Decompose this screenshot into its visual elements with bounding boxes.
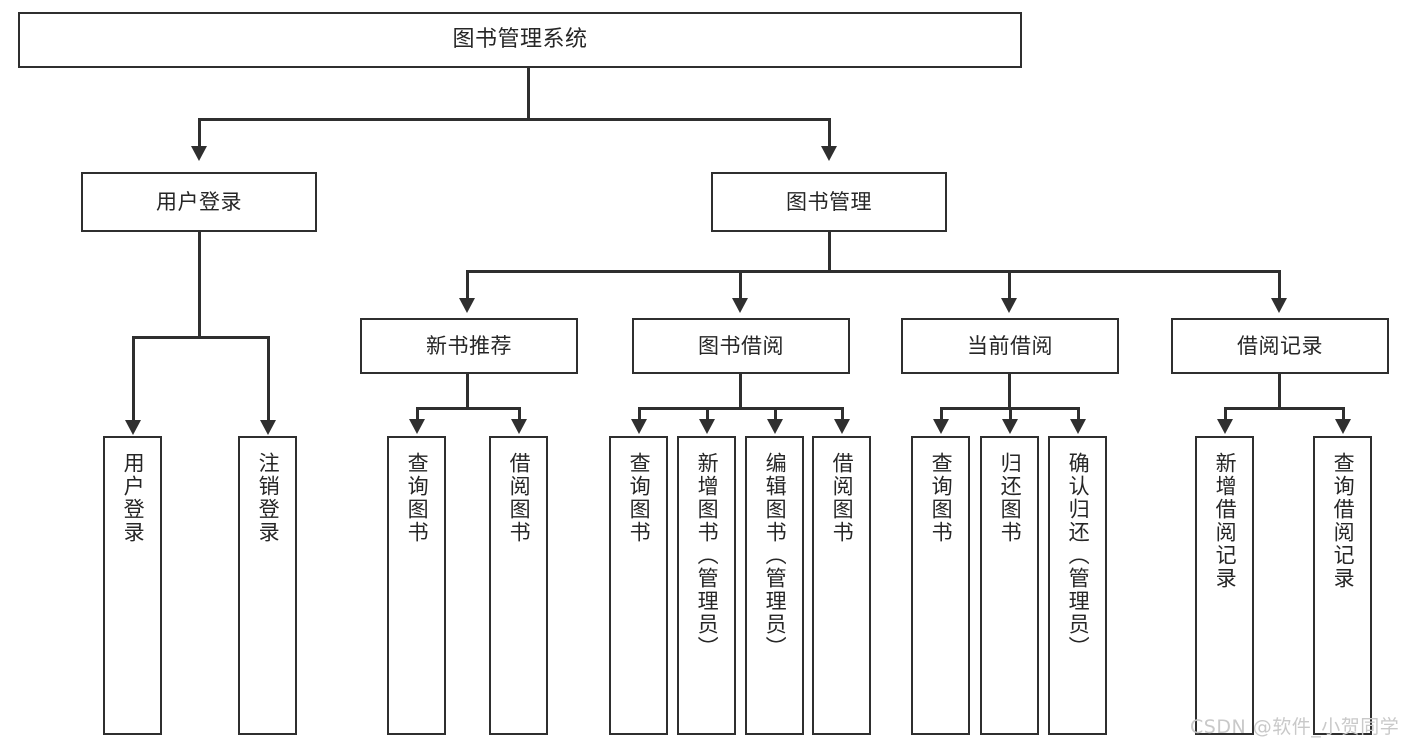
connector-borrow-record-stem xyxy=(1278,374,1281,409)
node-label: 查询图书 xyxy=(627,452,652,544)
connector-drop-borrow-book-1 xyxy=(518,407,521,421)
leaf-return-book[interactable]: 归还图书 xyxy=(980,436,1039,735)
connector-drop-borrow-book-2 xyxy=(841,407,844,421)
node-label: 新增图书（管理员） xyxy=(695,452,720,659)
connector-drop-add-book xyxy=(706,407,709,421)
arrow-edit-book xyxy=(767,419,783,434)
leaf-query-record[interactable]: 查询借阅记录 xyxy=(1313,436,1372,735)
connector-book-borrow-stem xyxy=(739,374,742,409)
node-new-book-recommend[interactable]: 新书推荐 xyxy=(360,318,578,374)
connector-drop-return-book xyxy=(1009,407,1012,421)
connector-drop-borrow-record xyxy=(1278,270,1281,300)
connector-drop-confirm-return xyxy=(1077,407,1080,421)
node-current-borrow[interactable]: 当前借阅 xyxy=(901,318,1119,374)
arrow-query-book-3 xyxy=(933,419,949,434)
leaf-add-record[interactable]: 新增借阅记录 xyxy=(1195,436,1254,735)
node-label: 新书推荐 xyxy=(426,333,512,358)
arrow-add-book xyxy=(699,419,715,434)
leaf-borrow-book-2[interactable]: 借阅图书 xyxy=(812,436,871,735)
connector-drop-new-book-recommend xyxy=(466,270,469,300)
node-label: 查询借阅记录 xyxy=(1331,452,1356,590)
arrow-borrow-record xyxy=(1271,298,1287,313)
connector-drop-query-record xyxy=(1342,407,1345,421)
arrow-query-book-1 xyxy=(409,419,425,434)
node-label: 借阅图书 xyxy=(507,452,532,544)
node-borrow-record[interactable]: 借阅记录 xyxy=(1171,318,1389,374)
node-label: 图书管理 xyxy=(786,189,872,214)
connector-user-login-stem xyxy=(198,232,201,338)
connector-drop-book-borrow xyxy=(739,270,742,300)
leaf-edit-book[interactable]: 编辑图书（管理员） xyxy=(745,436,804,735)
node-label: 注销登录 xyxy=(256,452,281,544)
connector-drop-leaf-user-login xyxy=(132,336,135,422)
node-root-system[interactable]: 图书管理系统 xyxy=(18,12,1022,68)
node-book-management[interactable]: 图书管理 xyxy=(711,172,947,232)
arrow-current-borrow xyxy=(1001,298,1017,313)
connector-current-borrow-stem xyxy=(1008,374,1011,409)
arrow-book-borrow xyxy=(732,298,748,313)
node-label: 借阅图书 xyxy=(830,452,855,544)
connector-borrow-record-bus xyxy=(1224,407,1342,410)
node-label: 归还图书 xyxy=(998,452,1023,544)
arrow-borrow-book-2 xyxy=(834,419,850,434)
arrow-book-management xyxy=(821,146,837,161)
arrow-leaf-user-logout xyxy=(260,420,276,435)
leaf-query-book-1[interactable]: 查询图书 xyxy=(387,436,446,735)
leaf-borrow-book-1[interactable]: 借阅图书 xyxy=(489,436,548,735)
node-label: 确认归还（管理员） xyxy=(1066,452,1091,659)
arrow-user-login xyxy=(191,146,207,161)
leaf-query-book-3[interactable]: 查询图书 xyxy=(911,436,970,735)
connector-drop-user-login xyxy=(198,118,201,148)
connector-drop-book-management xyxy=(828,118,831,148)
node-label: 借阅记录 xyxy=(1237,333,1323,358)
connector-drop-query-book-3 xyxy=(940,407,943,421)
connector-root-stem xyxy=(527,68,530,120)
node-user-login[interactable]: 用户登录 xyxy=(81,172,317,232)
node-label: 用户登录 xyxy=(121,452,146,544)
connector-drop-query-book-1 xyxy=(416,407,419,421)
node-label: 用户登录 xyxy=(156,189,242,214)
connector-book-management-stem xyxy=(828,232,831,272)
leaf-query-book-2[interactable]: 查询图书 xyxy=(609,436,668,735)
arrow-borrow-book-1 xyxy=(511,419,527,434)
connector-drop-current-borrow xyxy=(1008,270,1011,300)
connector-root-bus xyxy=(198,118,830,121)
arrow-add-record xyxy=(1217,419,1233,434)
connector-new-book-recommend-stem xyxy=(466,374,469,409)
connector-drop-query-book-2 xyxy=(638,407,641,421)
leaf-user-login[interactable]: 用户登录 xyxy=(103,436,162,735)
node-label: 新增借阅记录 xyxy=(1213,452,1238,590)
leaf-user-logout[interactable]: 注销登录 xyxy=(238,436,297,735)
arrow-return-book xyxy=(1002,419,1018,434)
node-label: 查询图书 xyxy=(405,452,430,544)
connector-book-borrow-bus xyxy=(638,407,843,410)
connector-new-book-recommend-bus xyxy=(416,407,518,410)
node-label: 编辑图书（管理员） xyxy=(763,452,788,659)
arrow-new-book-recommend xyxy=(459,298,475,313)
connector-level3-bus xyxy=(466,270,1280,273)
connector-drop-add-record xyxy=(1224,407,1227,421)
node-label: 图书借阅 xyxy=(698,333,784,358)
node-label: 查询图书 xyxy=(929,452,954,544)
connector-drop-leaf-user-logout xyxy=(267,336,270,422)
arrow-leaf-user-login xyxy=(125,420,141,435)
node-label: 当前借阅 xyxy=(967,333,1053,358)
leaf-confirm-return[interactable]: 确认归还（管理员） xyxy=(1048,436,1107,735)
arrow-query-record xyxy=(1335,419,1351,434)
arrow-confirm-return xyxy=(1070,419,1086,434)
connector-user-login-bus xyxy=(132,336,267,339)
arrow-query-book-2 xyxy=(631,419,647,434)
leaf-add-book[interactable]: 新增图书（管理员） xyxy=(677,436,736,735)
connector-drop-edit-book xyxy=(774,407,777,421)
node-label: 图书管理系统 xyxy=(452,27,588,53)
node-book-borrow[interactable]: 图书借阅 xyxy=(632,318,850,374)
